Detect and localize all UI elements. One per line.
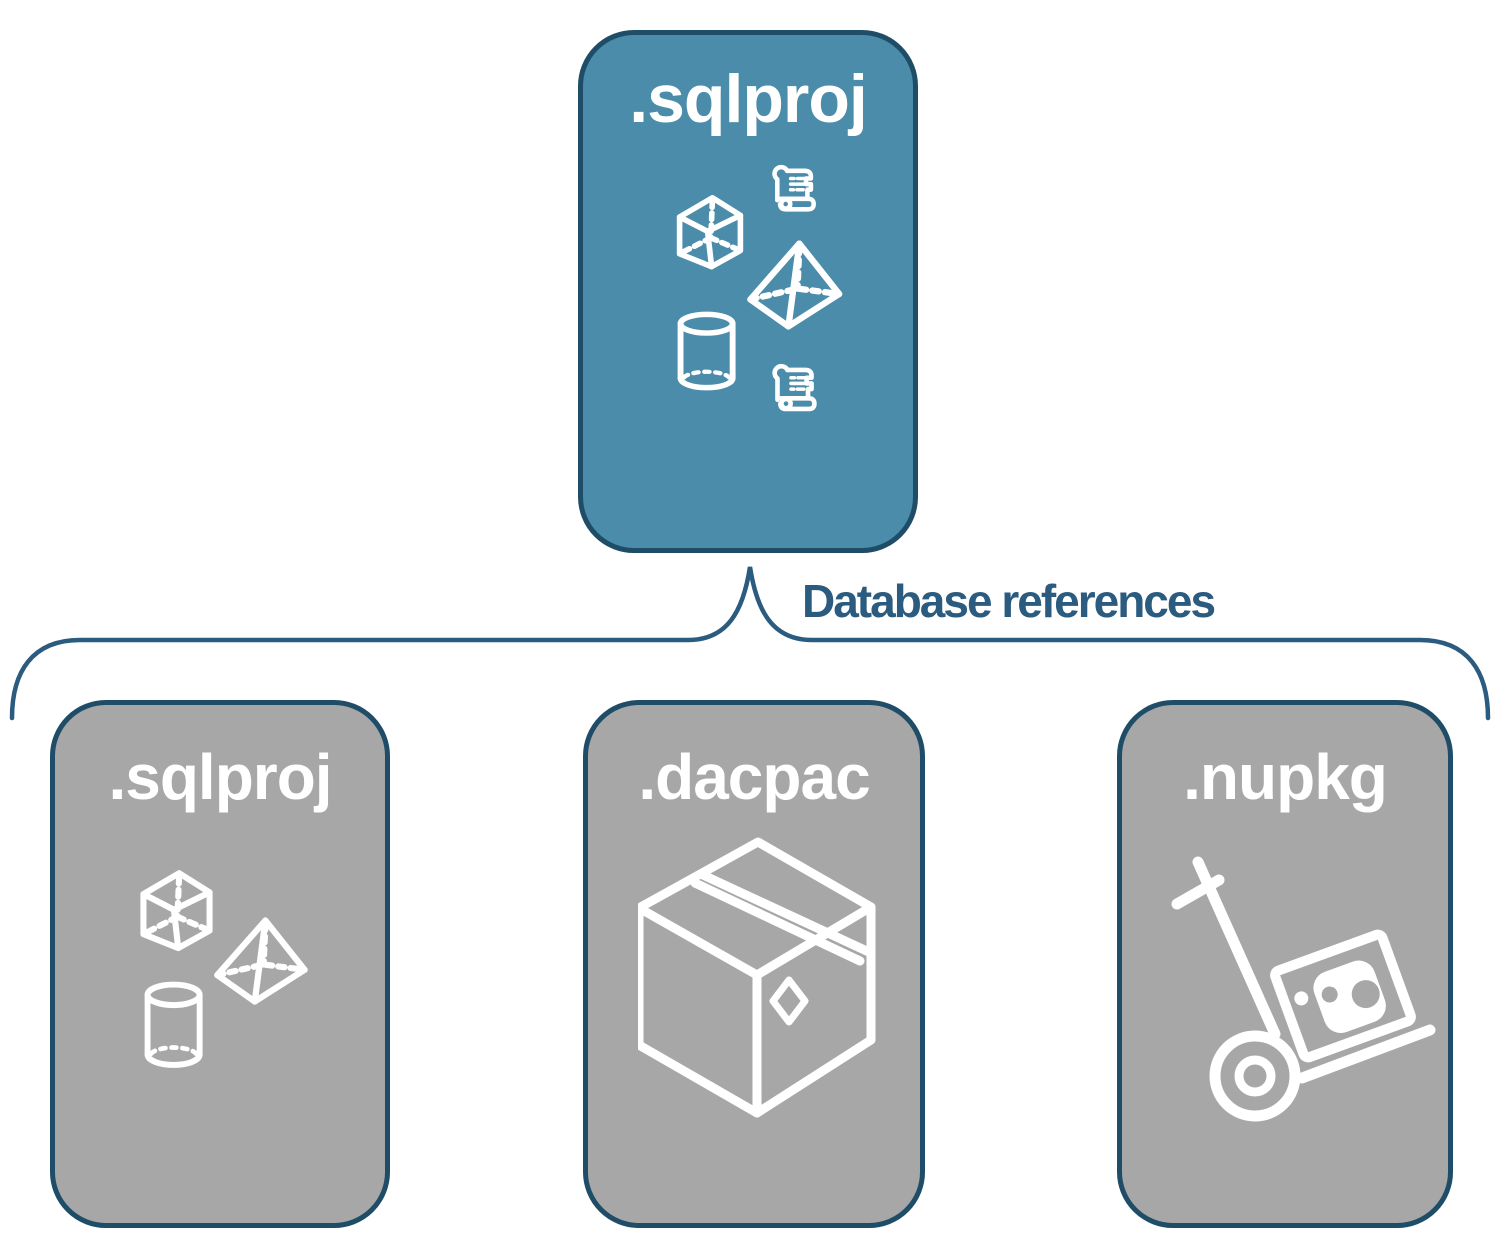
node-root-sqlproj: .sqlproj <box>578 30 918 553</box>
scroll-icon <box>775 167 814 209</box>
scroll-icon <box>775 366 815 409</box>
handle-rail <box>1192 856 1281 1040</box>
node-child-title: .sqlproj <box>108 741 332 813</box>
cube-icon <box>680 198 741 267</box>
pyramid-icon <box>750 244 839 327</box>
node-root-title: .sqlproj <box>629 61 868 137</box>
node-child-title: .nupkg <box>1183 741 1388 813</box>
sql-objects-cluster <box>660 160 920 432</box>
sql-objects-cluster <box>130 865 320 1070</box>
node-child-nupkg: .nupkg <box>1117 700 1453 1228</box>
nuget-package <box>1270 929 1416 1063</box>
cylinder-icon <box>148 985 200 1065</box>
pyramid-icon <box>217 921 304 1002</box>
wheel-icon <box>1209 1030 1301 1122</box>
cube-icon <box>143 873 209 948</box>
node-child-dacpac: .dacpac <box>583 700 925 1228</box>
brace-connector <box>9 566 1491 721</box>
node-child-sqlproj: .sqlproj <box>50 700 390 1228</box>
package-box-icon <box>638 837 876 1118</box>
connector-label: Database references <box>802 575 1216 627</box>
node-child-title: .dacpac <box>638 741 870 813</box>
cylinder-icon <box>681 314 733 387</box>
base-plate <box>1296 1024 1436 1084</box>
nuget-hand-truck-icon <box>1171 856 1436 1122</box>
wheel-hub <box>1234 1055 1276 1097</box>
